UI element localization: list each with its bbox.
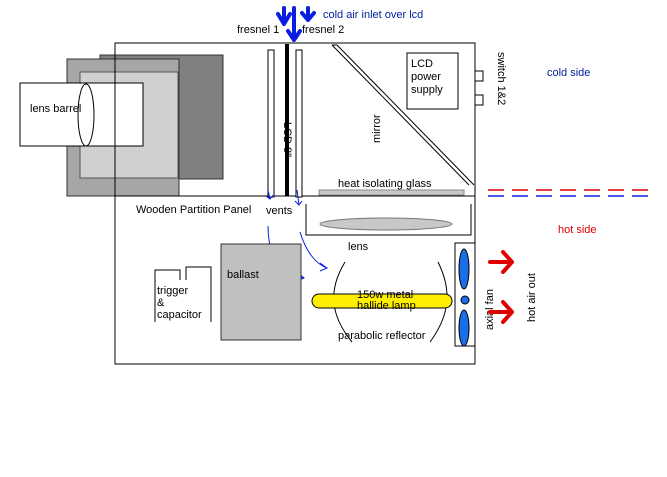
lcd-power-supply-label-2: power [411, 71, 441, 83]
cold-air-inlet-label: cold air inlet over lcd [323, 9, 423, 21]
lamp-label-2: hallide lamp [357, 300, 416, 312]
side-divider [488, 189, 656, 197]
fan-blade-bottom [458, 309, 470, 347]
hot-air-arrows [488, 250, 514, 324]
lens-label: lens [348, 241, 369, 253]
mirror-line-a [331, 44, 470, 186]
metal-halide-lamp [311, 293, 453, 309]
lens-barrel-ellipse [77, 83, 95, 147]
fresnel-1-label: fresnel 1 [237, 24, 279, 36]
lcd-panel [285, 44, 289, 196]
ballast-box [220, 243, 302, 341]
axial-fan-label: axial fan [484, 289, 496, 330]
fan-blade-top [458, 248, 470, 290]
heat-isolating-glass [318, 189, 465, 196]
lcd-power-supply-label-3: supply [411, 84, 443, 96]
fan-hub [460, 295, 470, 305]
ballast-label: ballast [227, 269, 259, 281]
condenser-lens [319, 217, 453, 231]
switch-label: switch 1&2 [495, 52, 507, 105]
lcd-label: LCD 8" [281, 122, 293, 157]
fresnel-2-plate [295, 49, 303, 198]
projector-housing [114, 42, 476, 365]
hot-side-label: hot side [558, 224, 597, 236]
partition-panel-label: Wooden Partition Panel [136, 204, 251, 216]
capacitor-label: capacitor [157, 309, 202, 321]
lcd-power-supply-box [406, 52, 459, 110]
cold-air-arrows [276, 6, 316, 42]
parabolic-reflector-label: parabolic reflector [338, 330, 426, 342]
lens-bracket [305, 204, 472, 236]
lcd-power-supply-label-1: LCD [411, 58, 433, 70]
lens-barrel-label: lens barrel [30, 103, 81, 115]
trigger-capacitor-outline [154, 266, 212, 322]
fresnel-1-plate [267, 49, 275, 198]
trigger-label: trigger [157, 285, 189, 297]
vents-label: vents [266, 205, 293, 217]
switch-1 [474, 70, 484, 82]
mirror-label: mirror [371, 114, 383, 143]
heat-isolating-glass-label: heat isolating glass [338, 178, 432, 190]
mirror-line-b [336, 44, 475, 186]
fresnel-2-label: fresnel 2 [302, 24, 344, 36]
cold-side-label: cold side [547, 67, 590, 79]
hot-air-out-label: hot air out [526, 273, 538, 322]
ampersand-label: & [157, 297, 165, 309]
switch-2 [474, 94, 484, 106]
lamp-label-1: 150w metal [357, 289, 413, 301]
